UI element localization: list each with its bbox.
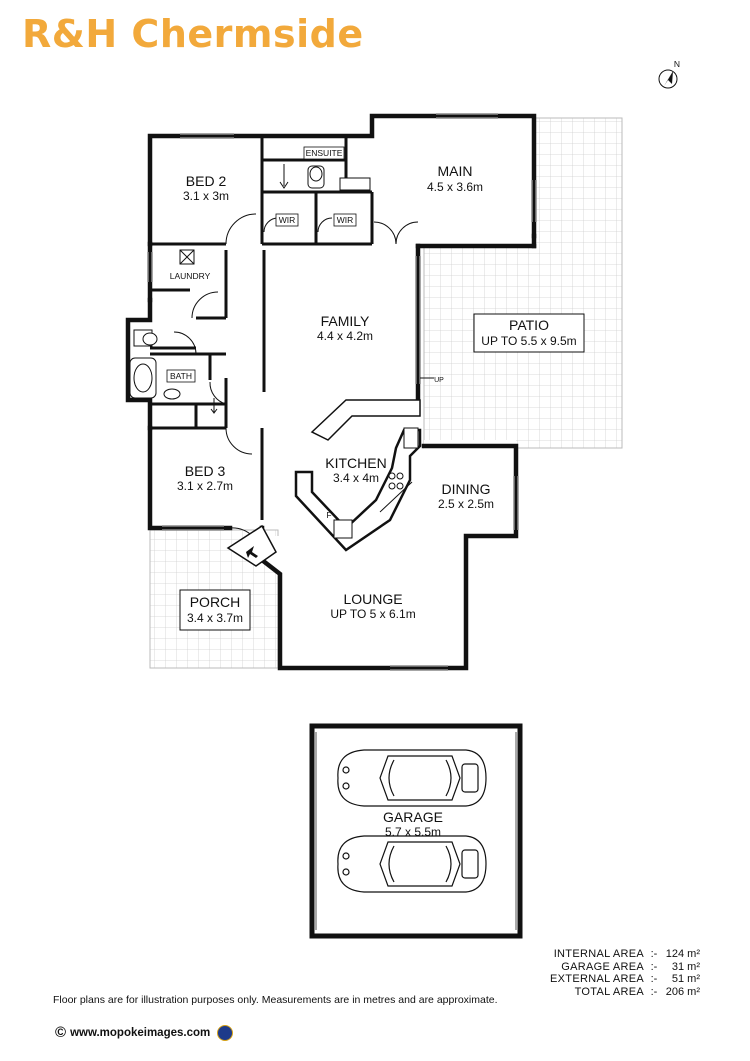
lounge-floor [262,536,470,668]
exterior-walls [125,113,537,671]
kitchen-benches [294,399,422,552]
family-dim: 4.4 x 4.2m [317,329,373,343]
lounge-dim: UP TO 5 x 6.1m [330,607,415,621]
porch-dim: 3.4 x 3.7m [187,611,243,625]
dining-dim: 2.5 x 2.5m [438,497,494,511]
porch-name: PORCH [190,594,241,610]
area-separator: :- [650,985,658,998]
wir-label-1: WIR [279,215,296,225]
up-label: UP [434,377,444,384]
patio-dim: UP TO 5.5 x 9.5m [481,334,576,348]
fridge-label: F [326,510,331,520]
area-label: INTERNAL AREA [553,948,644,960]
area-row: EXTERNAL AREA :- 51 m² [520,973,700,986]
area-value: 206 m² [665,985,700,998]
interior-walls [150,136,374,520]
patio-label-box [473,313,585,353]
windows [147,113,537,671]
wir-label-box-2 [333,213,357,227]
mopoke-logo-icon [217,1024,234,1041]
bath-label-box [166,369,196,383]
ensuite-label-box [303,146,345,160]
area-label: EXTERNAL AREA [550,973,644,985]
area-value: 51 m² [671,973,700,985]
copyright-icon: © [55,1024,67,1041]
entry-arrow-icon [246,546,258,558]
patio-name: PATIO [509,317,549,333]
bed3-name: BED 3 [185,463,226,479]
dining-name: DINING [442,481,491,497]
car-icon [337,749,487,807]
kitchen-dim: 3.4 x 4m [333,471,379,485]
footer: © www.mopokeimages.com [55,1024,234,1041]
area-label: TOTAL AREA [574,985,644,998]
laundry-label: LAUNDRY [170,271,211,281]
bed3-dim: 3.1 x 2.7m [177,479,233,493]
website-link[interactable]: www.mopokeimages.com [70,1026,211,1039]
area-value: 31 m² [671,960,700,973]
car-icon [337,835,487,893]
wir-label-box-1 [275,213,299,227]
area-row: GARAGE AREA :- 31 m² [520,961,700,974]
bathroom-fixtures [129,165,371,400]
area-separator: :- [650,948,658,960]
area-separator: :- [650,973,658,985]
bed2-dim: 3.1 x 3m [183,189,229,203]
garage-name: GARAGE [383,809,443,825]
step-arrows [210,164,434,414]
main-floor [372,116,534,244]
bed2-name: BED 2 [186,173,227,189]
kitchen-name: KITCHEN [325,455,386,471]
compass-label: N [674,59,680,69]
area-value: 124 m² [665,948,700,960]
front-door [226,524,277,567]
porch-label-box [179,589,251,631]
bath-label: BATH [170,371,192,381]
disclaimer: Floor plans are for illustration purpose… [53,994,498,1006]
area-row: INTERNAL AREA :- 124 m² [520,948,700,961]
family-name: FAMILY [321,313,370,329]
main-name: MAIN [438,163,473,179]
lounge-name: LOUNGE [343,591,402,607]
wir-label-2: WIR [337,215,354,225]
ensuite-label: ENSUITE [306,148,343,158]
area-separator: :- [650,960,658,973]
main-dim: 4.5 x 3.6m [427,180,483,194]
area-row: TOTAL AREA :- 206 m² [520,986,700,999]
area-label: GARAGE AREA [561,960,644,973]
brand-title: R&H Chermside [22,12,364,56]
north-arrow-icon: N [658,59,680,89]
garage-dim: 5.7 x 5.5m [385,825,441,839]
